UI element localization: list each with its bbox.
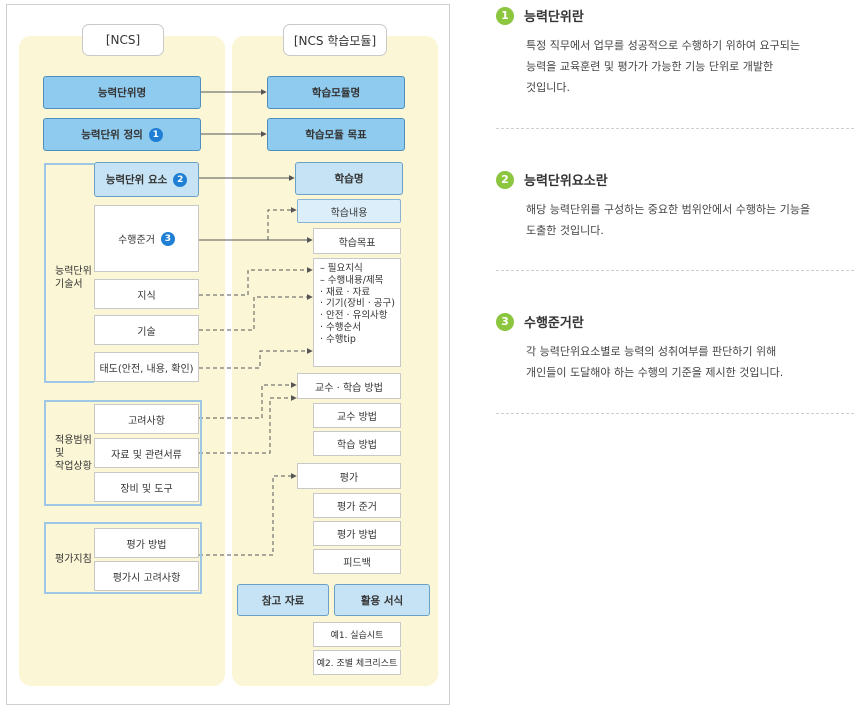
list-item: · 안전 · 유의사항 <box>320 310 388 322</box>
unit-name-box: 능력단위명 <box>43 76 201 109</box>
module-header: [NCS 학습모듈] <box>283 24 387 56</box>
number-badge: 1 <box>496 6 514 25</box>
badge-3: 3 <box>160 231 175 246</box>
badge-1: 1 <box>148 127 163 142</box>
definition-title: 능력단위란 <box>524 10 584 25</box>
example-1-box: 예1. 실습시트 <box>313 622 401 647</box>
eval-method-box: 평가 방법 <box>94 528 199 558</box>
divider <box>496 270 854 271</box>
feedback-box: 피드백 <box>313 549 401 574</box>
equipment-box: 장비 및 도구 <box>94 472 199 502</box>
list-item: · 기기(장비 · 공구) <box>320 298 395 310</box>
materials-box: 자료 및 관련서류 <box>94 438 199 468</box>
learn-goal-box: 학습목표 <box>313 228 401 254</box>
eval-group <box>44 522 202 594</box>
list-item: – 필요지식 <box>320 263 363 274</box>
number-badge: 3 <box>496 312 514 331</box>
scope-group <box>44 400 202 506</box>
attitude-box: 태도(안전, 내용, 확인) <box>94 352 199 382</box>
ncs-header: [NCS] <box>82 24 164 56</box>
list-item: – 수행내용/제목 <box>320 274 384 286</box>
tech-doc-bracket <box>44 163 94 383</box>
eval-method-module-box: 평가 방법 <box>313 521 401 546</box>
learn-content-box: 학습내용 <box>297 199 401 223</box>
example-2-box: 예2. 조별 체크리스트 <box>313 650 401 675</box>
eval-criteria-box: 평가 준거 <box>313 493 401 518</box>
definition-title: 수행준거란 <box>524 316 584 331</box>
eval-consider-box: 평가시 고려사항 <box>94 561 199 591</box>
module-goal-box: 학습모듈 목표 <box>267 118 405 151</box>
teach-method-box: 교수 방법 <box>313 403 401 428</box>
definition-title: 능력단위요소란 <box>524 174 608 189</box>
list-item: · 수행tip <box>320 333 356 345</box>
content-list: – 필요지식 – 수행내용/제목 · 재료 · 자료 · 기기(장비 · 공구)… <box>313 258 401 367</box>
divider <box>496 128 854 129</box>
list-item: · 수행순서 <box>320 321 361 333</box>
forms-box: 활용 서식 <box>334 584 430 616</box>
teach-learn-box: 교수 · 학습 방법 <box>297 373 401 399</box>
eval-box: 평가 <box>297 463 401 489</box>
list-item: · 재료 · 자료 <box>320 286 371 298</box>
module-name-box: 학습모듈명 <box>267 76 405 109</box>
learn-method-box: 학습 방법 <box>313 431 401 456</box>
divider <box>496 413 854 414</box>
learn-name-box: 학습명 <box>295 162 403 195</box>
badge-2: 2 <box>173 172 188 187</box>
number-badge: 2 <box>496 170 514 189</box>
consider-box: 고려사항 <box>94 404 199 434</box>
knowledge-box: 지식 <box>94 279 199 309</box>
skill-box: 기술 <box>94 315 199 345</box>
eval-group-label: 평가지침 <box>55 554 92 565</box>
reference-box: 참고 자료 <box>237 584 329 616</box>
